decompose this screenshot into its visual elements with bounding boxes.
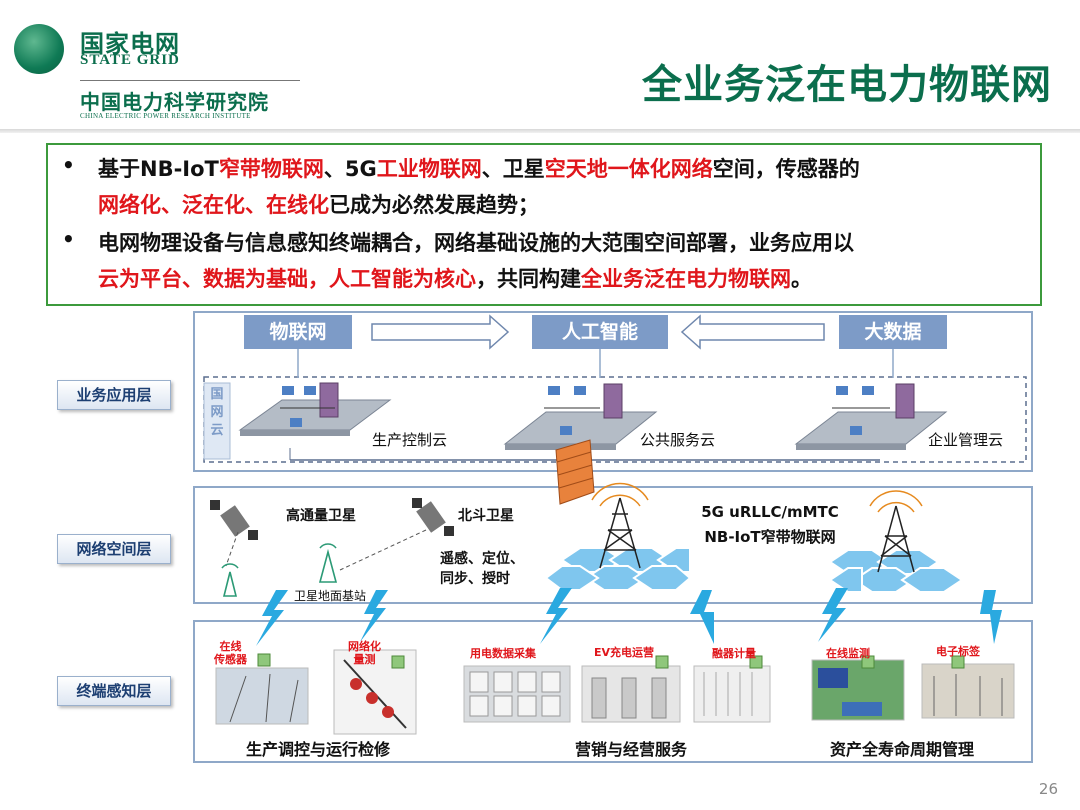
term-e-tag: 电子标签	[936, 645, 980, 658]
public-cloud-platform	[503, 383, 658, 450]
body-text: 。	[791, 267, 812, 291]
bullet-2-line-2: 云为平台、数据为基础，人工智能为核心，共同构建全业务泛在电力物联网。	[98, 263, 812, 293]
page-number: 26	[1038, 780, 1058, 798]
layer-label-business: 业务应用层	[57, 380, 171, 410]
body-text: 空间，传感器的	[712, 157, 860, 181]
sat-beidou-label: 北斗卫星	[458, 508, 514, 524]
bullet-box: • 基于NB-IoT窄带物联网、5G工业物联网、卫星空天地一体化网络空间，传感器…	[46, 143, 1042, 306]
term-elec-data: 用电数据采集	[470, 647, 536, 660]
group-label-production: 生产调控与运行检修	[246, 740, 391, 759]
photo-radiator	[693, 655, 771, 723]
term-online-sensor-line-2: 传感器	[214, 653, 247, 666]
body-text: 基于NB-IoT	[98, 157, 219, 181]
institute-name-en: CHINA ELECTRIC POWER RESEARCH INSTITUTE	[80, 112, 251, 120]
group-label-marketing: 营销与经营服务	[575, 740, 688, 759]
body-text: 、5G	[323, 157, 377, 181]
term-network-meter-line-2: 量测	[353, 653, 376, 666]
photo-monitoring	[811, 655, 905, 721]
title-divider	[0, 129, 1080, 133]
photo-meters	[463, 665, 571, 723]
photo-ev-charging	[581, 655, 681, 723]
term-online-sensor-line-1: 在线	[219, 640, 242, 653]
cell-tower-icon	[869, 490, 923, 573]
highlight-text: 云为平台、数据为基础，人工智能为核心	[98, 267, 476, 291]
arrow-right-icon	[371, 314, 510, 350]
body-text: 、卫星	[481, 157, 545, 181]
firewall-icon	[555, 439, 595, 505]
lightning-icon	[256, 588, 1002, 646]
tech-label-5g: 5G uRLLC/mMTC	[701, 503, 839, 521]
photo-power-line	[333, 649, 417, 735]
body-text: 已成为必然发展趋势；	[329, 193, 539, 217]
highlight-text: 工业物联网	[376, 157, 482, 181]
term-smart-meter: 融器计量	[712, 647, 756, 660]
photo-e-tag	[921, 655, 1015, 719]
arrow-left-icon	[680, 314, 825, 350]
guowang-cloud-bar	[203, 382, 231, 460]
logo-text-en: STATE GRID	[80, 52, 180, 68]
beidou-funcs-1: 遥感、定位、	[440, 551, 524, 567]
body-text: ，共同构建	[476, 267, 581, 291]
term-online-monitor: 在线监测	[826, 647, 870, 660]
guowang-cloud-label: 国网云	[210, 387, 224, 438]
enterprise-cloud-platform	[794, 383, 948, 450]
hex-grid-left	[544, 547, 692, 591]
hex-grid-right	[828, 549, 964, 593]
production-cloud-platform	[238, 382, 392, 436]
cloud-label-public: 公共服务云	[640, 431, 716, 449]
cell-tower-icon	[591, 482, 649, 569]
satellite-icon	[412, 498, 454, 536]
highlight-text: 空天地一体化网络	[544, 157, 713, 181]
page-title: 全业务泛在电力物联网	[642, 62, 1052, 108]
header-divider	[80, 80, 300, 81]
cloud-dashed-frame	[203, 376, 1027, 463]
tech-label-nbiot: NB-IoT窄带物联网	[704, 528, 836, 546]
box-ai: 人工智能	[532, 315, 668, 349]
box-bigdata: 大数据	[839, 315, 947, 349]
bullet-mark: •	[62, 227, 75, 251]
institute-name-cn: 中国电力科学研究院	[80, 90, 269, 114]
term-network-meter-line-1: 网络化	[348, 640, 381, 653]
group-label-asset: 资产全寿命周期管理	[830, 740, 975, 759]
cloud-label-enterprise: 企业管理云	[928, 431, 1004, 449]
box-iot: 物联网	[244, 315, 352, 349]
beidou-funcs-2: 同步、授时	[440, 571, 510, 587]
cloud-label-production: 生产控制云	[372, 431, 448, 449]
term-online-sensor: 在线 传感器	[214, 640, 247, 666]
highlight-text: 全业务泛在电力物联网	[581, 267, 791, 291]
layer-label-terminal: 终端感知层	[57, 676, 171, 706]
bullet-2-line-1: 电网物理设备与信息感知终端耦合，网络基础设施的大范围空间部署，业务应用以	[98, 227, 854, 257]
bullet-mark: •	[62, 153, 75, 177]
ground-station-label: 卫星地面基站	[294, 589, 367, 603]
state-grid-logo	[14, 24, 64, 74]
term-network-meter: 网络化 量测	[348, 640, 381, 666]
ground-station-icon	[221, 543, 338, 597]
body-text: 电网物理设备与信息感知终端耦合，网络基础设施的大范围空间部署，业务应用以	[98, 231, 854, 255]
highlight-text: 窄带物联网	[218, 157, 324, 181]
bullet-1-line-2: 网络化、泛在化、在线化已成为必然发展趋势；	[98, 189, 539, 219]
bullet-1-line-1: 基于NB-IoT窄带物联网、5G工业物联网、卫星空天地一体化网络空间，传感器的	[98, 153, 860, 183]
sat-high-label: 高通量卫星	[286, 508, 356, 524]
photo-substation	[215, 653, 309, 725]
highlight-text: 网络化、泛在化、在线化	[98, 193, 329, 217]
term-ev-charge: EV充电运营	[594, 646, 655, 659]
layer-label-network: 网络空间层	[57, 534, 171, 564]
satellite-icon	[210, 500, 258, 540]
logo-text-cn: 国家电网	[80, 30, 180, 58]
